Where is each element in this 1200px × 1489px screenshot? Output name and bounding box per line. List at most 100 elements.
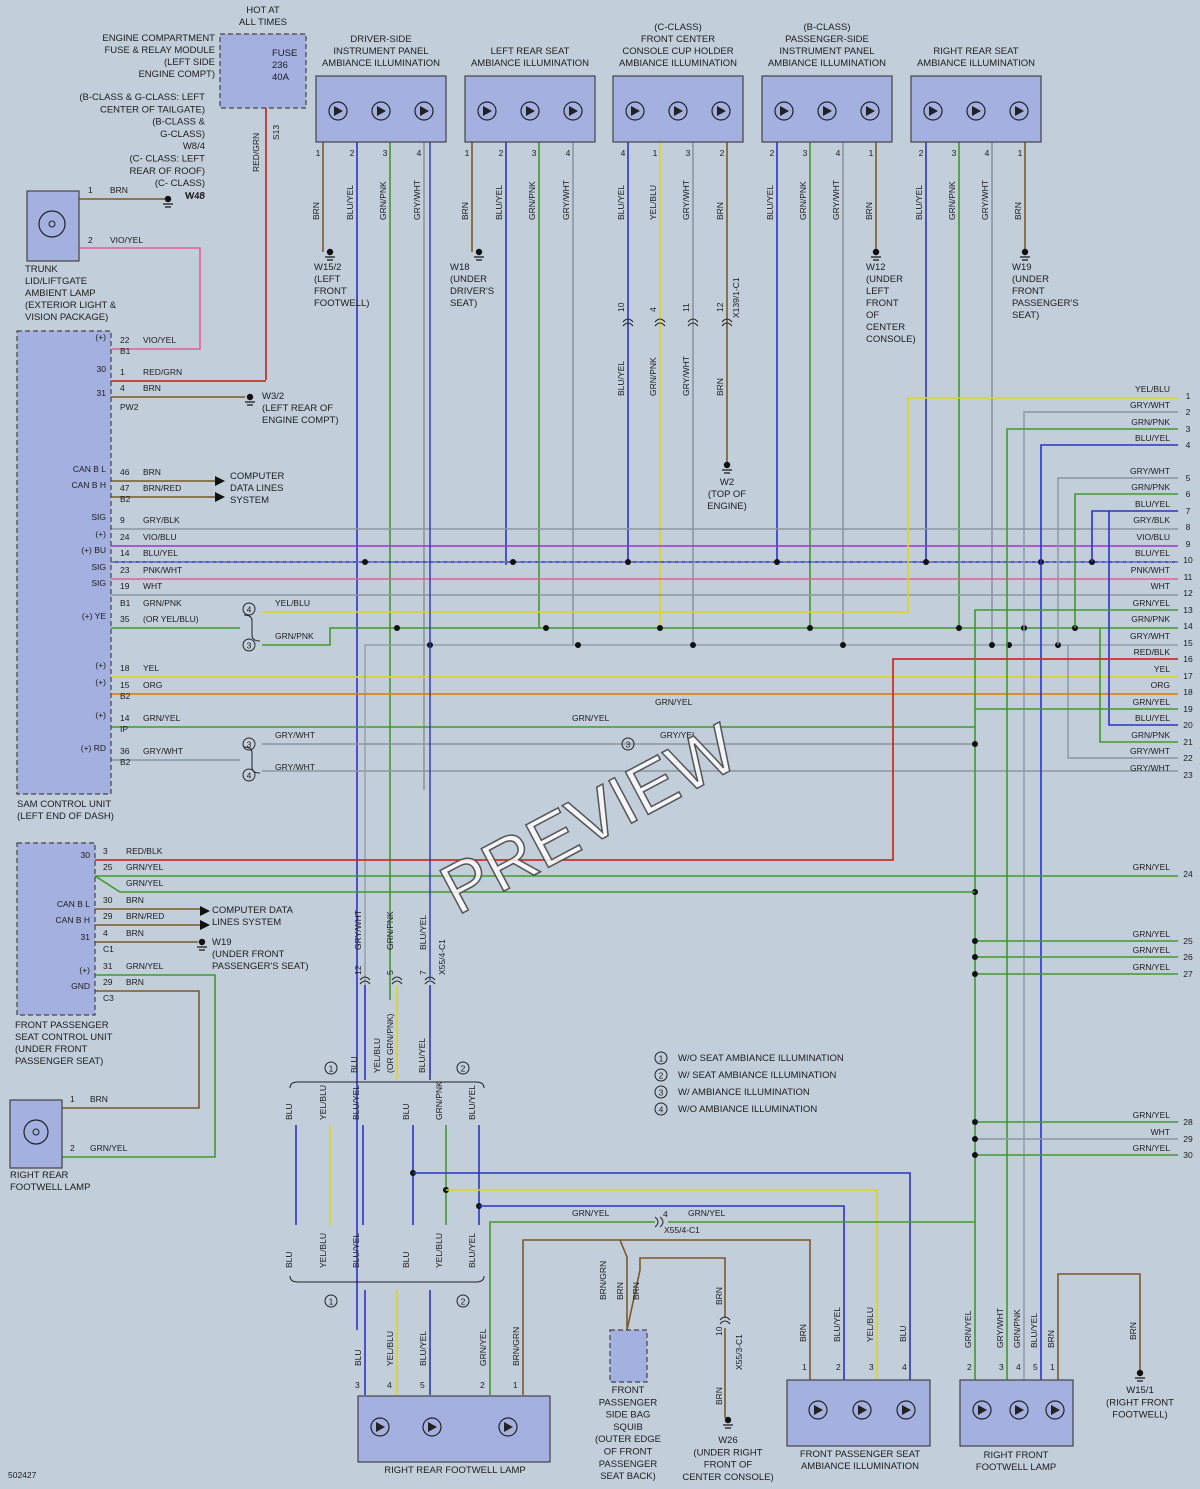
wire-label: BLU [284,1103,294,1120]
pin-number: 5 [420,1380,425,1390]
wire-label: BRN [143,467,161,477]
connector-icon [659,1216,664,1228]
component-layer [9,33,1074,1463]
wire-label: VIO/BLU [143,532,177,542]
ground-icon [198,938,206,946]
pin-number: 1 [1050,1362,1055,1372]
pin-number: 18 [120,663,130,673]
rr-lamp-label: RIGHT REAR [10,1170,69,1181]
module-title: (B-CLASS) [804,22,851,33]
ground-label: (LEFT [314,274,341,285]
wire-grn-yel [62,974,216,1158]
pin-number: 3 [383,148,388,158]
pin-number: 3 [952,148,957,158]
led-icon [674,106,683,116]
connector-icon [687,318,699,323]
ground-label: (UNDER FRONT [212,949,284,960]
wire-label: BLU [401,1103,411,1120]
rail-number: 30 [1183,1150,1193,1160]
led-icon [414,101,434,121]
wire-label: YEL/BLU [865,1307,875,1342]
module-title: INSTRUMENT PANEL [333,46,428,57]
fuse-label: 40A [272,72,290,83]
connector-pin: 12 [353,965,363,975]
wire-layer [62,40,1178,1432]
data-lines-label: LINES SYSTEM [212,917,281,928]
wire-label: GRY/WHT [831,180,841,220]
module-title: DRIVER-SIDE [350,34,411,45]
led-icon [780,106,789,116]
pin-number: 23 [120,565,130,575]
wire-label: YEL/BLU [385,1331,395,1366]
connector-icon [721,318,733,323]
tailgate-note: (C- CLASS: LEFT [130,154,206,165]
connector-icon [654,318,666,323]
splice-dot [807,625,813,631]
module-title: PASSENGER-SIDE [785,34,869,45]
pin-function: 31 [81,932,91,942]
wire-label: BRN [110,185,128,195]
led-icon [817,101,837,121]
pin-number: 2 [70,1143,75,1153]
rail-wire-label: GRN/YEL [1133,962,1171,972]
pin-number: 1 [869,148,874,158]
tailgate-note: W48 [185,190,205,201]
legend-marker: 2 [659,1071,664,1081]
sam-label: (LEFT END OF DASH) [17,811,114,822]
led-icon [420,106,429,116]
tailgate-note: G-CLASS) [160,129,205,140]
pin-function: SIG [91,578,106,588]
squib-label: PASSENGER [599,1459,658,1470]
wire-label: GRY/WHT [412,180,422,220]
tailgate-note: (B-CLASS & G-CLASS: LEFT [79,92,205,103]
ground-label: PASSENGER'S SEAT) [212,961,308,972]
legend-text: W/ SEAT AMBIANCE ILLUMINATION [678,1070,836,1081]
pin-function: GND [71,981,90,991]
wire-label: BRN [714,1387,724,1405]
option-marker [242,602,256,616]
pin-function: (+) [95,660,106,670]
fps-amb-label: AMBIANCE ILLUMINATION [801,1461,919,1472]
wire-label: BLU/YEL [616,185,626,220]
pin-number: 30 [103,895,113,905]
connector-name: X55/4-C1 [664,1225,700,1235]
pin-function: (+) BU [81,545,106,555]
pin-function: 31 [97,388,107,398]
pin-number: 2 [836,1362,841,1372]
connector-icon [622,318,634,323]
splice-dot [972,954,978,960]
pin-function: (+) RD [81,743,106,753]
pin-number: 25 [103,862,113,872]
wire-label: GRN/PNK [385,911,395,950]
wire-label: BRN [126,928,144,938]
fuse-header: ALL TIMES [239,17,287,28]
splice-dot [543,625,549,631]
tailgate-note: (B-CLASS & [152,117,205,128]
rail-number: 2 [1186,407,1191,417]
rail-wire-label: GRY/WHT [1130,746,1170,756]
wire-label: BRN [311,202,321,220]
rail-number: 3 [1186,424,1191,434]
trunk-lamp-label: AMBIENT LAMP [25,288,96,299]
wire-label: BRN [90,1094,108,1104]
rf-lamp-label: FOOTWELL LAMP [976,1462,1056,1473]
ground-icon [475,248,483,256]
led-icon [852,1400,872,1420]
wire-label: GRY/WHT [143,746,183,756]
module-title: (C-CLASS) [654,22,702,33]
wire-label: BLU/YEL [765,185,775,220]
wire-grn-yel [489,1221,655,1395]
rail-wire-label: GRY/WHT [1130,631,1170,641]
connector-name: X139/1-C1 [731,277,741,318]
ground-icon [1136,1369,1144,1377]
led-icon [896,1400,916,1420]
ground-label: W3/2 [262,391,284,402]
led-icon [428,1422,437,1432]
wire-label: GRY/WHT [980,180,990,220]
splice-dot [972,741,978,747]
wire-label: YEL/BLU [318,1233,328,1268]
option-marker: 2 [461,1297,466,1307]
rail-number: 23 [1183,770,1193,780]
rr-footwell-lamp-bottom [357,1395,551,1463]
